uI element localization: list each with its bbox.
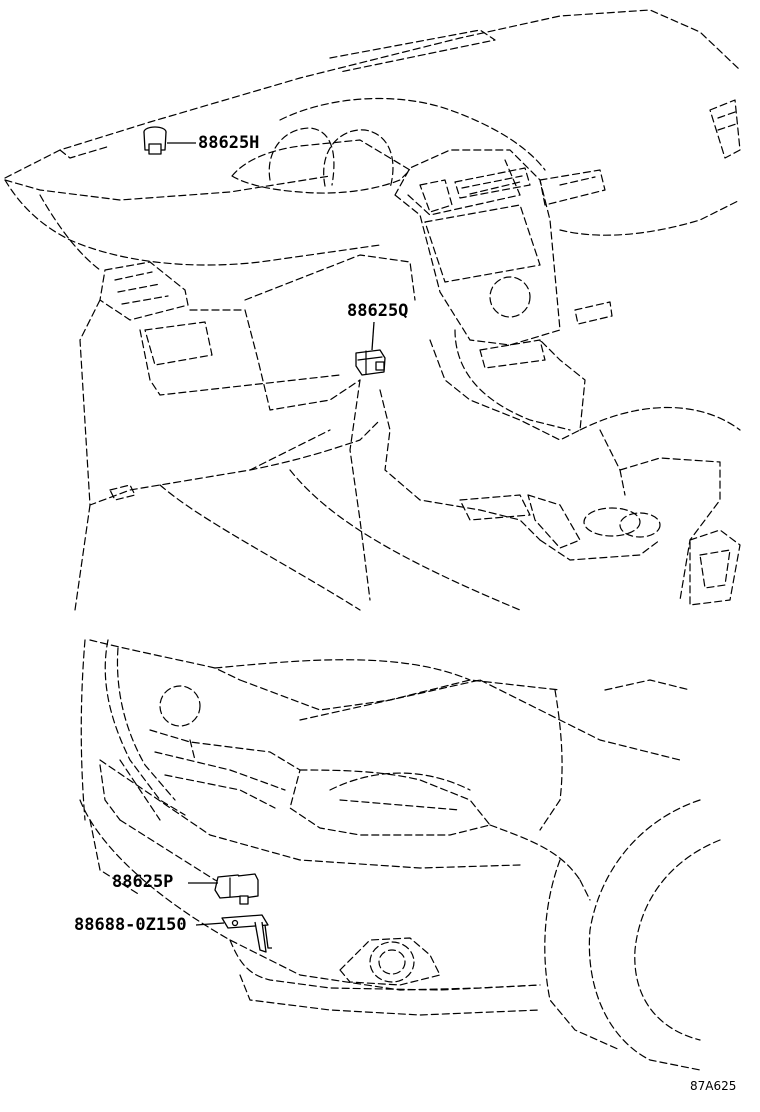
part-label-88625h[interactable]: 88625H — [198, 133, 260, 153]
part-label-88688-0z150[interactable]: 88688-0Z150 — [74, 915, 187, 935]
figure-code: 87A625 — [690, 1079, 737, 1093]
instrument-panel-view — [4, 9, 741, 611]
sensor-88625p-icon — [214, 873, 259, 905]
part-label-88625q[interactable]: 88625Q — [347, 301, 409, 321]
leader-88625q — [371, 321, 375, 351]
leader-88688-0z150 — [195, 922, 225, 926]
sensor-88625h-icon — [143, 126, 167, 155]
front-bumper-view — [79, 639, 721, 1071]
part-label-88625p[interactable]: 88625P — [112, 872, 174, 892]
bracket-88688-0z150-icon — [221, 914, 272, 953]
sensor-88625q-icon — [355, 349, 386, 376]
